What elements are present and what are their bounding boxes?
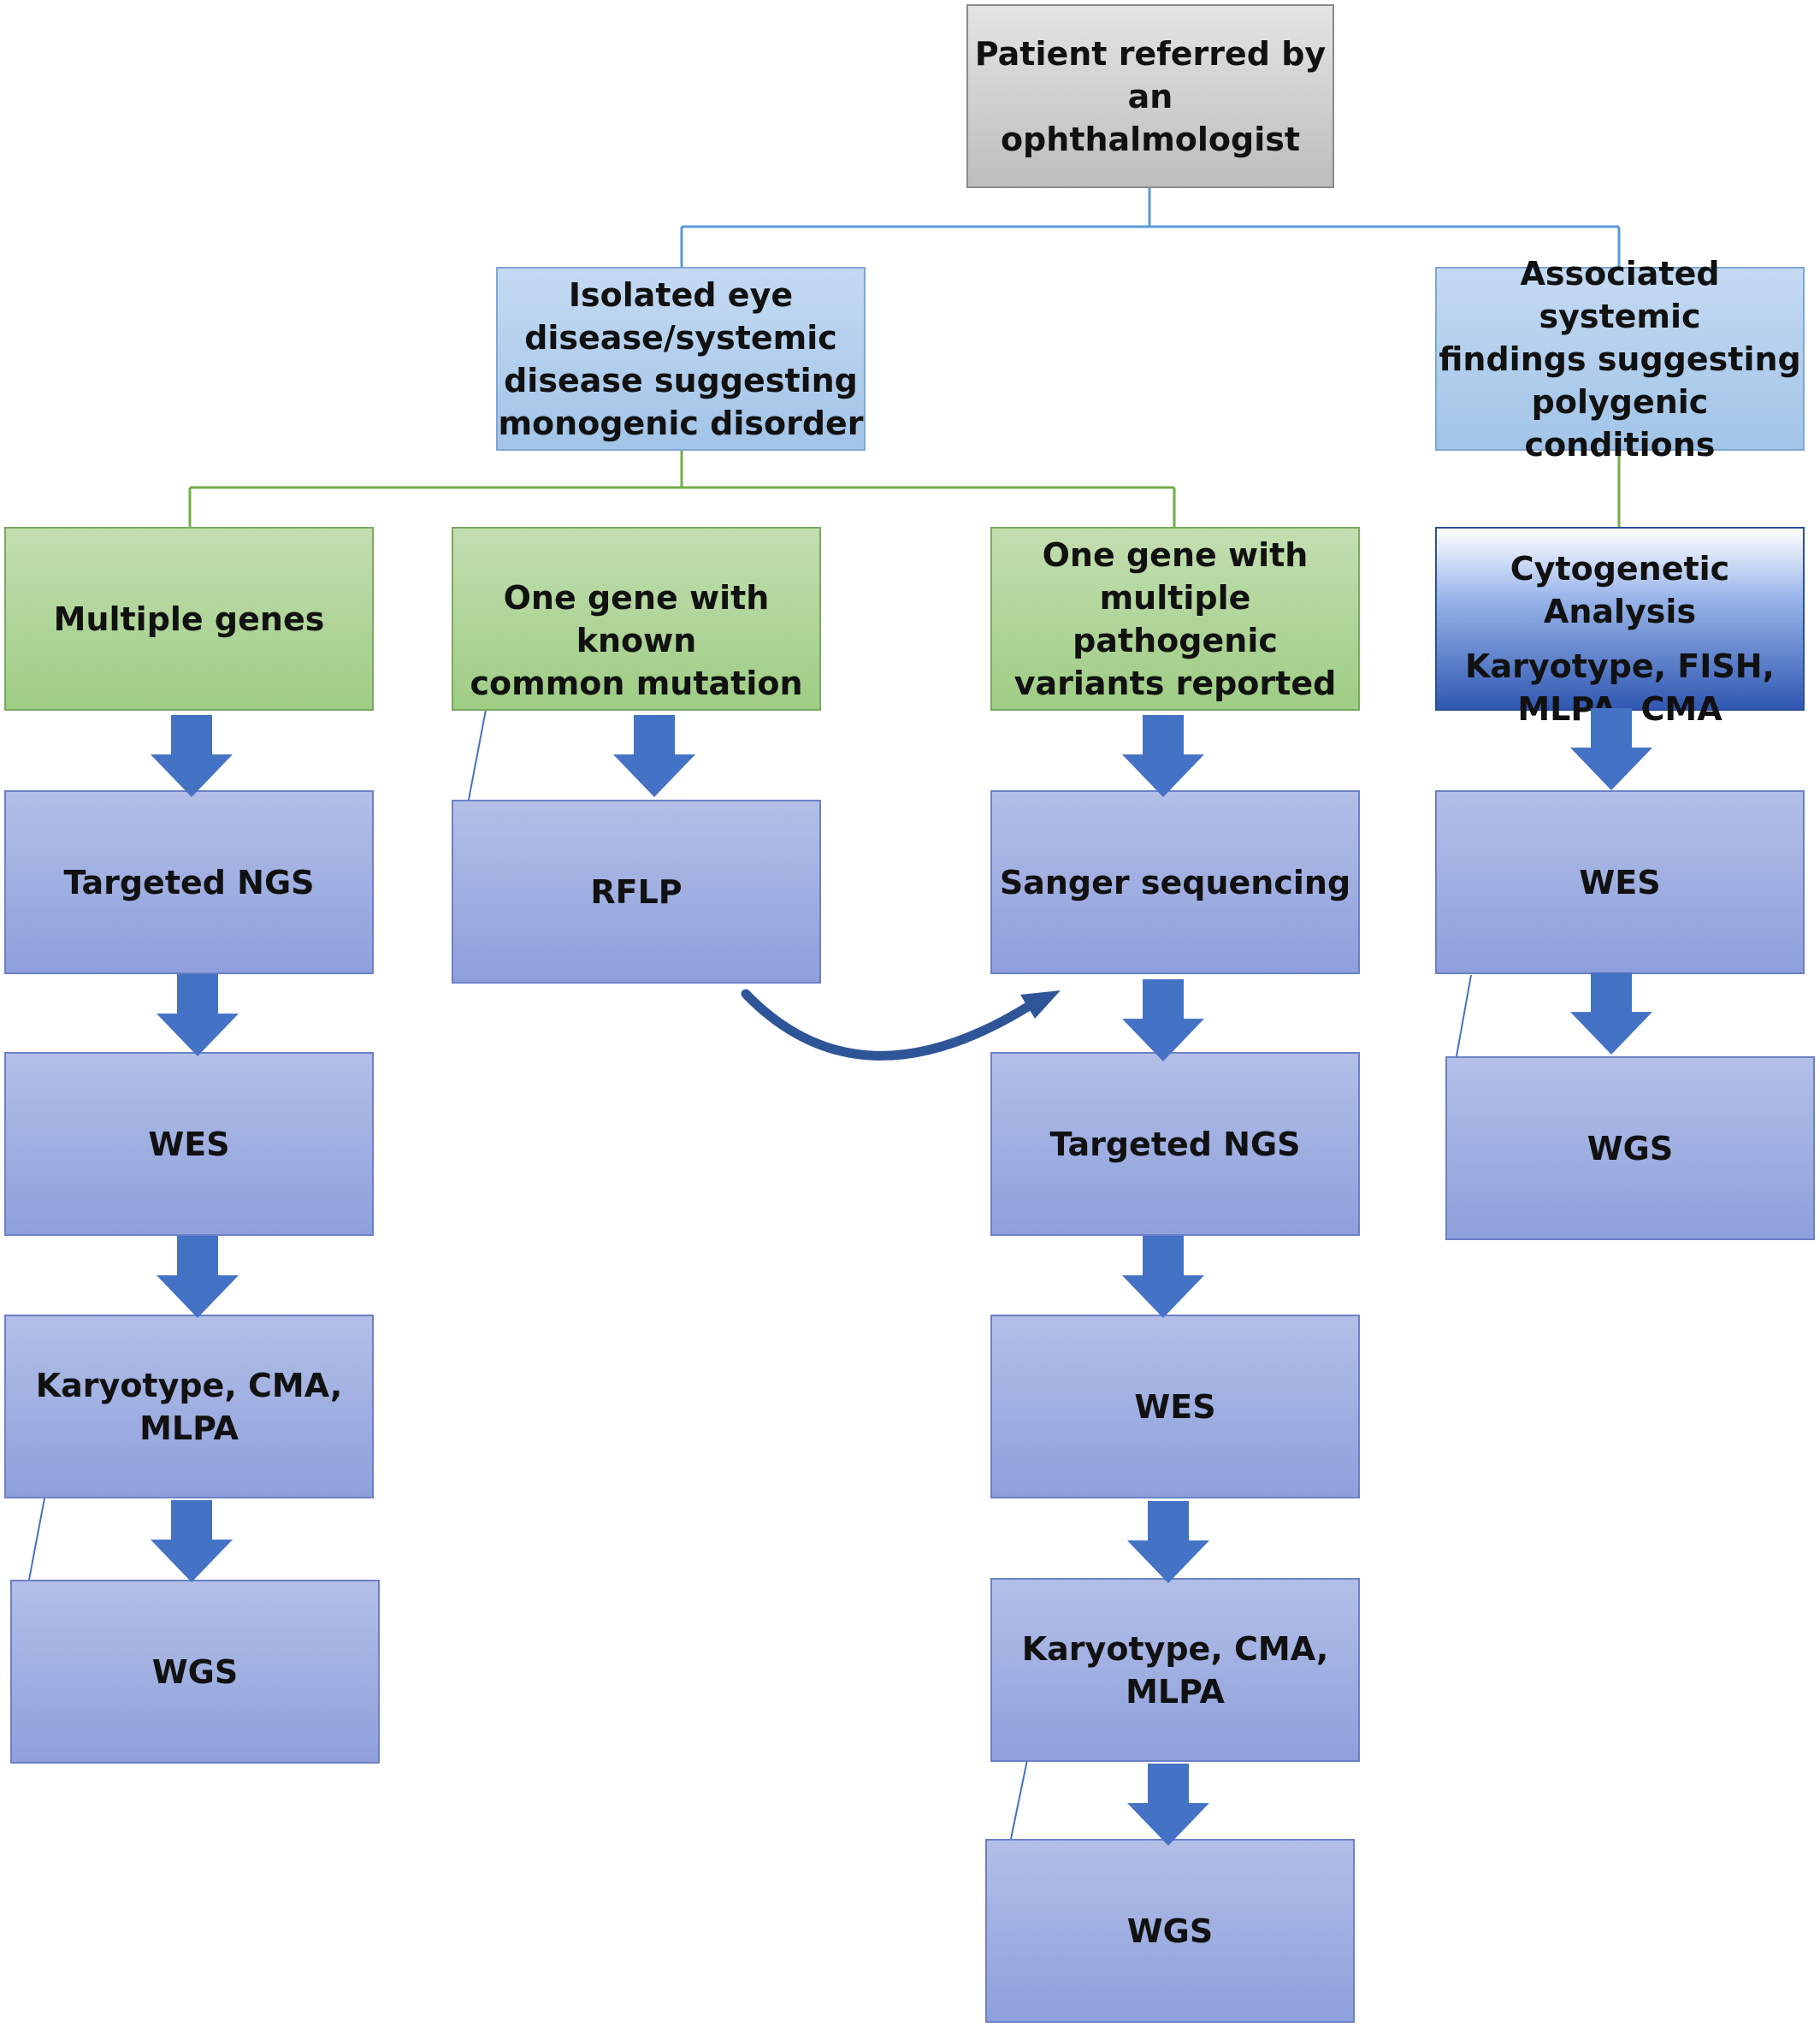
node-line: Targeted NGS [1049,1125,1301,1163]
right-wes-node: WES [1435,790,1805,974]
node-line: Multiple genes [53,600,325,638]
associated-systemic-findings-node: Associated systemic findings suggesting … [1435,255,1805,464]
one-gene-multiple-variants-node: One gene with multiple pathogenic varian… [990,527,1360,711]
down-arrow-icon [157,972,239,1058]
thin-connectors [28,709,1472,1840]
left-karyotype-cma-mlpa-node: Karyotype, CMA, MLPA [4,1315,374,1498]
node-line: findings suggesting [1439,340,1801,378]
node-line: Karyotype, CMA, [1021,1629,1329,1668]
node-line: MLPA [1126,1672,1225,1711]
node-line: WGS [1126,1912,1214,1950]
node-line: Targeted NGS [63,863,315,901]
monogenic-connector [188,451,1621,527]
curved-arrow-rflp-to-sanger [741,989,1061,1061]
down-arrow-icon [157,1234,239,1320]
node-line: Cytogenetic Analysis [1510,550,1730,630]
right-wgs-node: WGS [1445,1056,1815,1240]
node-line: Isolated eye [568,275,794,314]
down-arrow-icon [1122,1234,1204,1320]
node-line: monogenic disorder [498,404,864,442]
node-line: Associated systemic [1520,254,1720,335]
down-arrow-icon [1570,706,1652,792]
node-line: MLPA [139,1410,239,1447]
middle-wes-node: WES [990,1315,1360,1498]
node-line: disease suggesting [504,361,858,399]
node-line: WES [1134,1387,1216,1426]
down-arrow-icon [151,713,233,799]
root-connector [680,188,1621,267]
node-line: multiple pathogenic [1072,578,1278,659]
left-wes-node: WES [4,1052,374,1236]
node-line: WES [148,1125,230,1163]
node-line: polygenic conditions [1524,382,1716,464]
down-arrow-icon [1127,1762,1209,1847]
middle-karyotype-cma-mlpa-node: Karyotype, CMA, MLPA [990,1578,1360,1762]
down-arrow-icon [151,1498,233,1584]
node-line: RFLP [590,872,682,911]
patient-referred-node: Patient referred by an ophthalmologist [966,4,1334,188]
node-line: Karyotype, FISH, [1465,647,1775,685]
one-gene-common-mutation-node: One gene with known common mutation [452,527,821,711]
middle-wgs-node: WGS [985,1839,1355,2023]
left-wgs-node: WGS [10,1580,380,1764]
node-line: One gene with [1042,535,1309,574]
isolated-eye-disease-node: Isolated eye disease/systemic disease su… [496,267,866,451]
down-arrow-icon [1122,713,1204,799]
node-line: WES [1579,863,1661,901]
down-arrow-icon [1570,971,1652,1056]
node-line: One gene with known [503,579,770,659]
down-arrow-icon [1122,978,1204,1063]
cytogenetic-analysis-node: Cytogenetic Analysis Karyotype, FISH, ML… [1435,527,1805,728]
down-arrow-icon [613,713,695,799]
sanger-sequencing-node: Sanger sequencing [990,790,1360,974]
node-line: Patient referred by an [974,34,1327,115]
multiple-genes-node: Multiple genes [4,527,374,711]
node-line: Sanger sequencing [999,863,1351,901]
node-line: disease/systemic [524,318,837,357]
node-line: common mutation [470,665,803,702]
node-line: WGS [151,1652,239,1691]
node-line: variants reported [1013,664,1337,702]
node-line: Karyotype, CMA, [35,1367,343,1404]
down-arrow-icon [1127,1499,1209,1585]
left-targeted-ngs-node: Targeted NGS [4,790,374,974]
rflp-node: RFLP [452,800,821,984]
middle-targeted-ngs-node: Targeted NGS [990,1052,1360,1236]
node-line: WGS [1587,1129,1674,1167]
node-line: ophthalmologist [1000,120,1301,158]
